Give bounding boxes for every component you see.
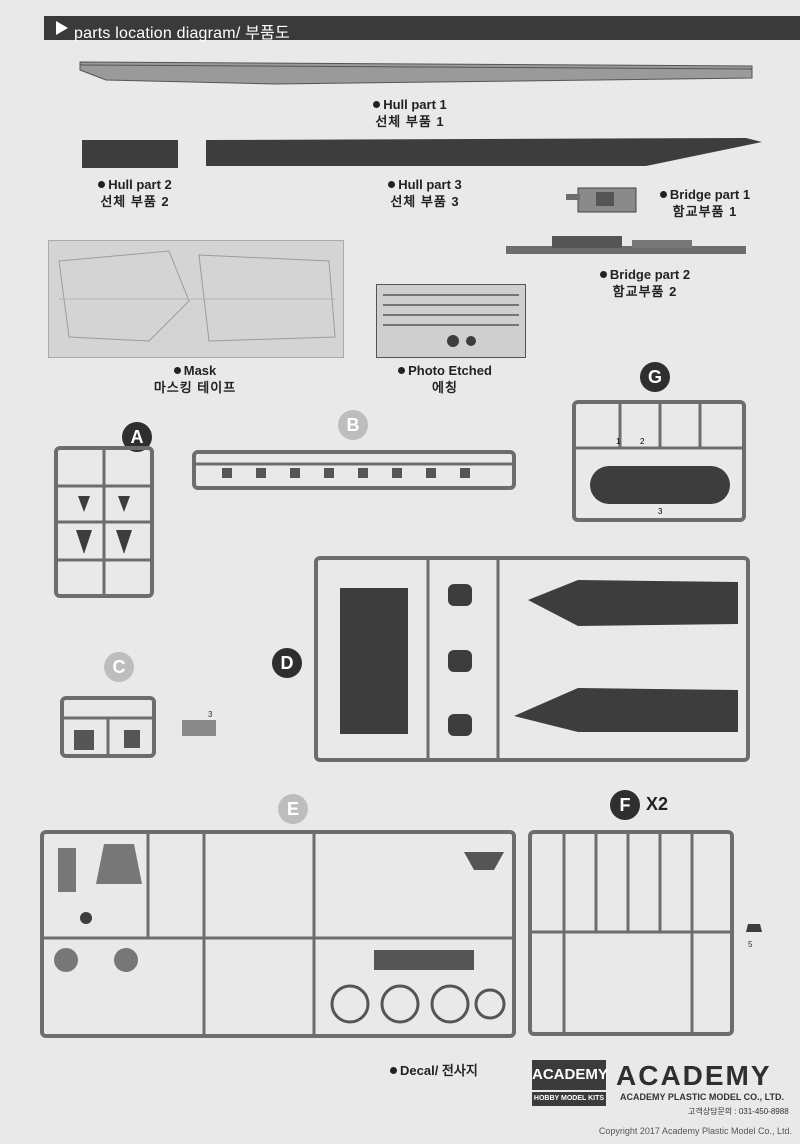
mask-label: Mask 마스킹 테이프 [153, 363, 237, 395]
academy-logo: ACADEMY [616, 1060, 772, 1091]
copyright: Copyright 2017 Academy Plastic Model Co.… [598, 1126, 792, 1136]
sprue-f-frame [528, 830, 734, 1036]
academy-badge: ACADEMY HOBBY MODEL KITS [532, 1060, 608, 1106]
part-e5-image [746, 924, 762, 932]
part-number: 1 [616, 437, 621, 446]
header-title: parts location diagram/ 부품도 [74, 25, 290, 42]
sprue-a-frame [54, 446, 154, 598]
sprue-e-marker: E [278, 794, 308, 824]
sprue-f-marker: F [610, 790, 640, 820]
sprue-b-frame [192, 450, 516, 490]
bridge-part-1-label: Bridge part 1 함교부품 1 [650, 186, 760, 220]
sprue-c-marker: C [104, 652, 134, 682]
decal-label: Decal/ 전사지 [390, 1062, 510, 1079]
phone-number: 고객상담문의 : 031-450-8988 [688, 1107, 789, 1116]
bridge-part-1-image [566, 187, 637, 213]
bridge-part-2-image [506, 236, 746, 254]
photo-etched-image [376, 284, 526, 358]
mask-sheet-image [48, 240, 344, 358]
badge-bottom: HOBBY MODEL KITS [532, 1092, 606, 1106]
section-header: parts location diagram/ 부품도 [44, 16, 800, 42]
part-number: 5 [748, 940, 753, 949]
sprue-d-frame [314, 556, 750, 762]
photo-etched-label: Photo Etched 에칭 [380, 362, 510, 396]
part-number: 3 [658, 507, 663, 516]
sprue-f-count: X2 [646, 794, 669, 814]
triangle-icon [56, 21, 68, 35]
badge-top: ACADEMY [532, 1060, 608, 1090]
sprue-g-marker: G [640, 362, 670, 392]
sprue-e-frame [40, 830, 516, 1038]
sprue-d-marker: D [272, 648, 302, 678]
hull-part-1-image [79, 61, 753, 85]
sprue-g-frame: 1 2 3 [572, 400, 746, 522]
hull-part-3-image [206, 138, 762, 166]
hull-part-3-label: Hull part 3 선체 부품 3 [360, 176, 490, 210]
sprue-c-frame [60, 696, 156, 758]
bridge-part-2-label: Bridge part 2 함교부품 2 [580, 266, 710, 300]
hull-part-1-label: Hull part 1 선체 부품 1 [330, 96, 490, 130]
part-c3-image [182, 720, 216, 736]
hull-part-2-image [82, 140, 178, 168]
hull-part-2-label: Hull part 2 선체 부품 2 [70, 176, 200, 210]
part-number: 2 [640, 437, 645, 446]
sprue-b-marker: B [338, 410, 368, 440]
part-number: 3 [208, 710, 213, 719]
company-name: ACADEMY PLASTIC MODEL CO., LTD. [620, 1092, 785, 1102]
